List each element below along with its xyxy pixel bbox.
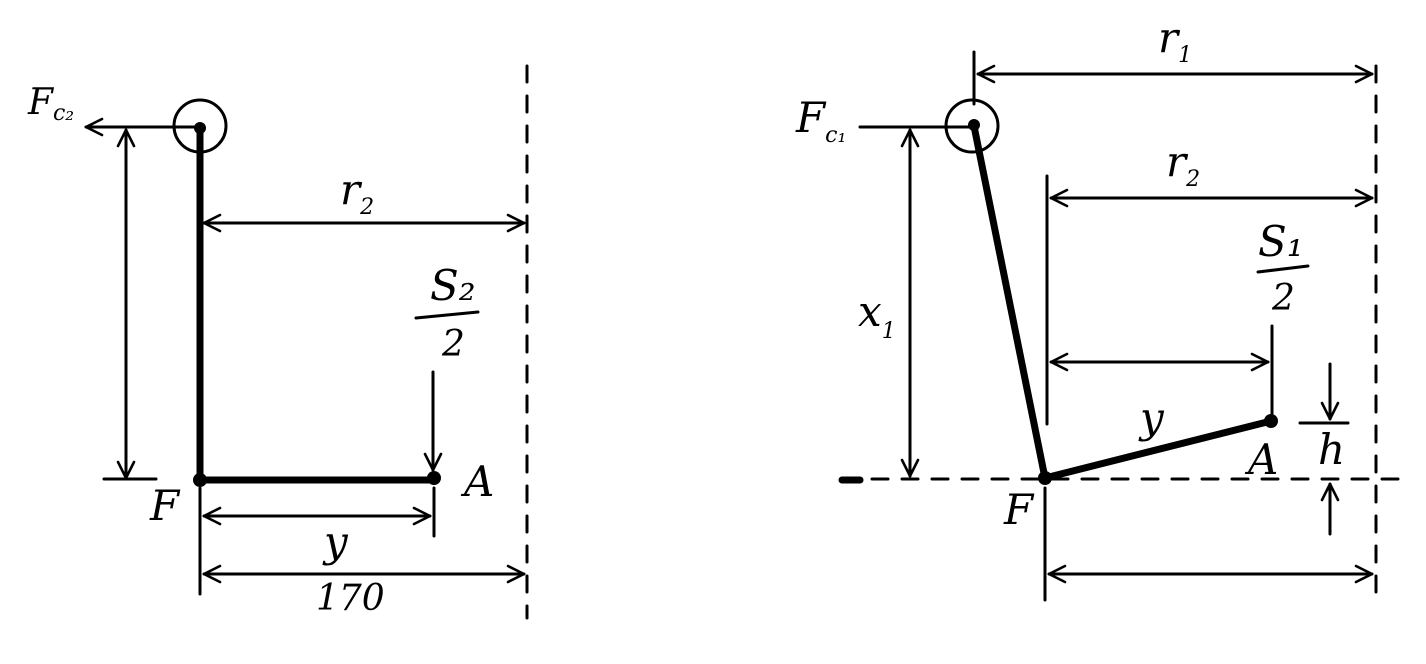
right-r1-label: r1 <box>1158 13 1192 68</box>
right-force-label: Fc₁ <box>795 93 846 148</box>
right-point-a-dot <box>1264 414 1278 428</box>
right-main-link <box>970 122 1049 482</box>
right-load-denominator: 2 <box>1271 278 1295 319</box>
right-load-numerator: S₁ <box>1258 217 1304 266</box>
left-pivot-label: F <box>149 481 181 530</box>
right-h-label: h <box>1318 425 1345 474</box>
left-load-fraction-bar <box>414 310 480 320</box>
right-pivot-label: F <box>1003 485 1035 534</box>
right-pivot-dot <box>1038 471 1052 485</box>
left-diagram: Fc₂ r2 S₂ 2 F A y 170 <box>27 64 529 620</box>
left-point-a-label: A <box>460 457 494 506</box>
left-pivot-dot <box>193 473 207 487</box>
left-load-numerator: S₂ <box>430 261 476 310</box>
left-force-label: Fc₂ <box>27 82 74 126</box>
left-l-member <box>196 124 438 484</box>
right-x1-label: x1 <box>858 287 896 344</box>
left-point-a-dot <box>427 471 441 485</box>
right-point-a-label: A <box>1244 435 1278 484</box>
left-r2-label: r2 <box>340 165 374 220</box>
right-diagram: r1 Fc₁ r2 S₁ 2 x1 y A F h <box>795 13 1400 602</box>
right-arm-link <box>1041 417 1275 482</box>
right-load-fraction-bar <box>1256 264 1310 274</box>
left-load-denominator: 2 <box>441 324 465 365</box>
left-span-label: 170 <box>316 578 385 619</box>
left-y-label: y <box>322 517 349 566</box>
right-r2-label: r2 <box>1166 137 1200 192</box>
right-y-label: y <box>1138 393 1165 442</box>
